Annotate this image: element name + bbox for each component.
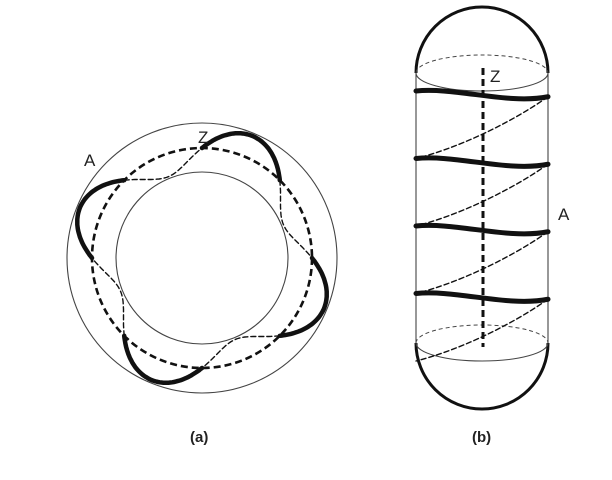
capsule-bottom-cap [414,342,550,411]
capsule-helix-back-strand [415,96,549,160]
torus-helix-group [75,131,329,385]
capsule-helix-front-strand [413,222,551,237]
capsule-helix-group [413,87,551,362]
torus-helix-front-strand [277,255,329,339]
torus-helix-front-strand [199,131,283,183]
torus-helix-back-strand [123,147,203,181]
capsule-top-rim-back [415,54,549,74]
capsule-helix-front-strand [413,155,551,169]
capsule-label-z: Z [490,67,500,86]
capsule-helix-back-strand [415,163,549,227]
capsule-helix-back-strand [415,231,549,295]
torus-label-z: Z [198,128,208,147]
capsule-helix-back-strand [415,298,549,362]
torus-helix-front-strand [121,333,205,385]
caption-a: (a) [190,429,208,446]
capsule-label-a: A [558,205,570,224]
capsule-helix-front-strand [413,290,551,304]
torus-label-a: A [84,151,96,170]
torus-diagram: Z A (a) [66,122,338,446]
capsule-helix-front-strand [413,87,551,102]
caption-b: (b) [472,429,491,446]
torus-outer-circle [66,122,338,394]
torus-helix-back-strand [279,179,313,259]
capsule-diagram: Z A (b) [413,5,570,446]
capsule-bottom-rim-front [415,342,549,362]
capsule-top-cap [414,5,550,74]
torus-helix-back-strand [201,335,281,369]
torus-helix-back-strand [91,257,125,337]
torus-helix-front-strand [75,177,127,261]
torus-inner-circle [115,171,289,345]
